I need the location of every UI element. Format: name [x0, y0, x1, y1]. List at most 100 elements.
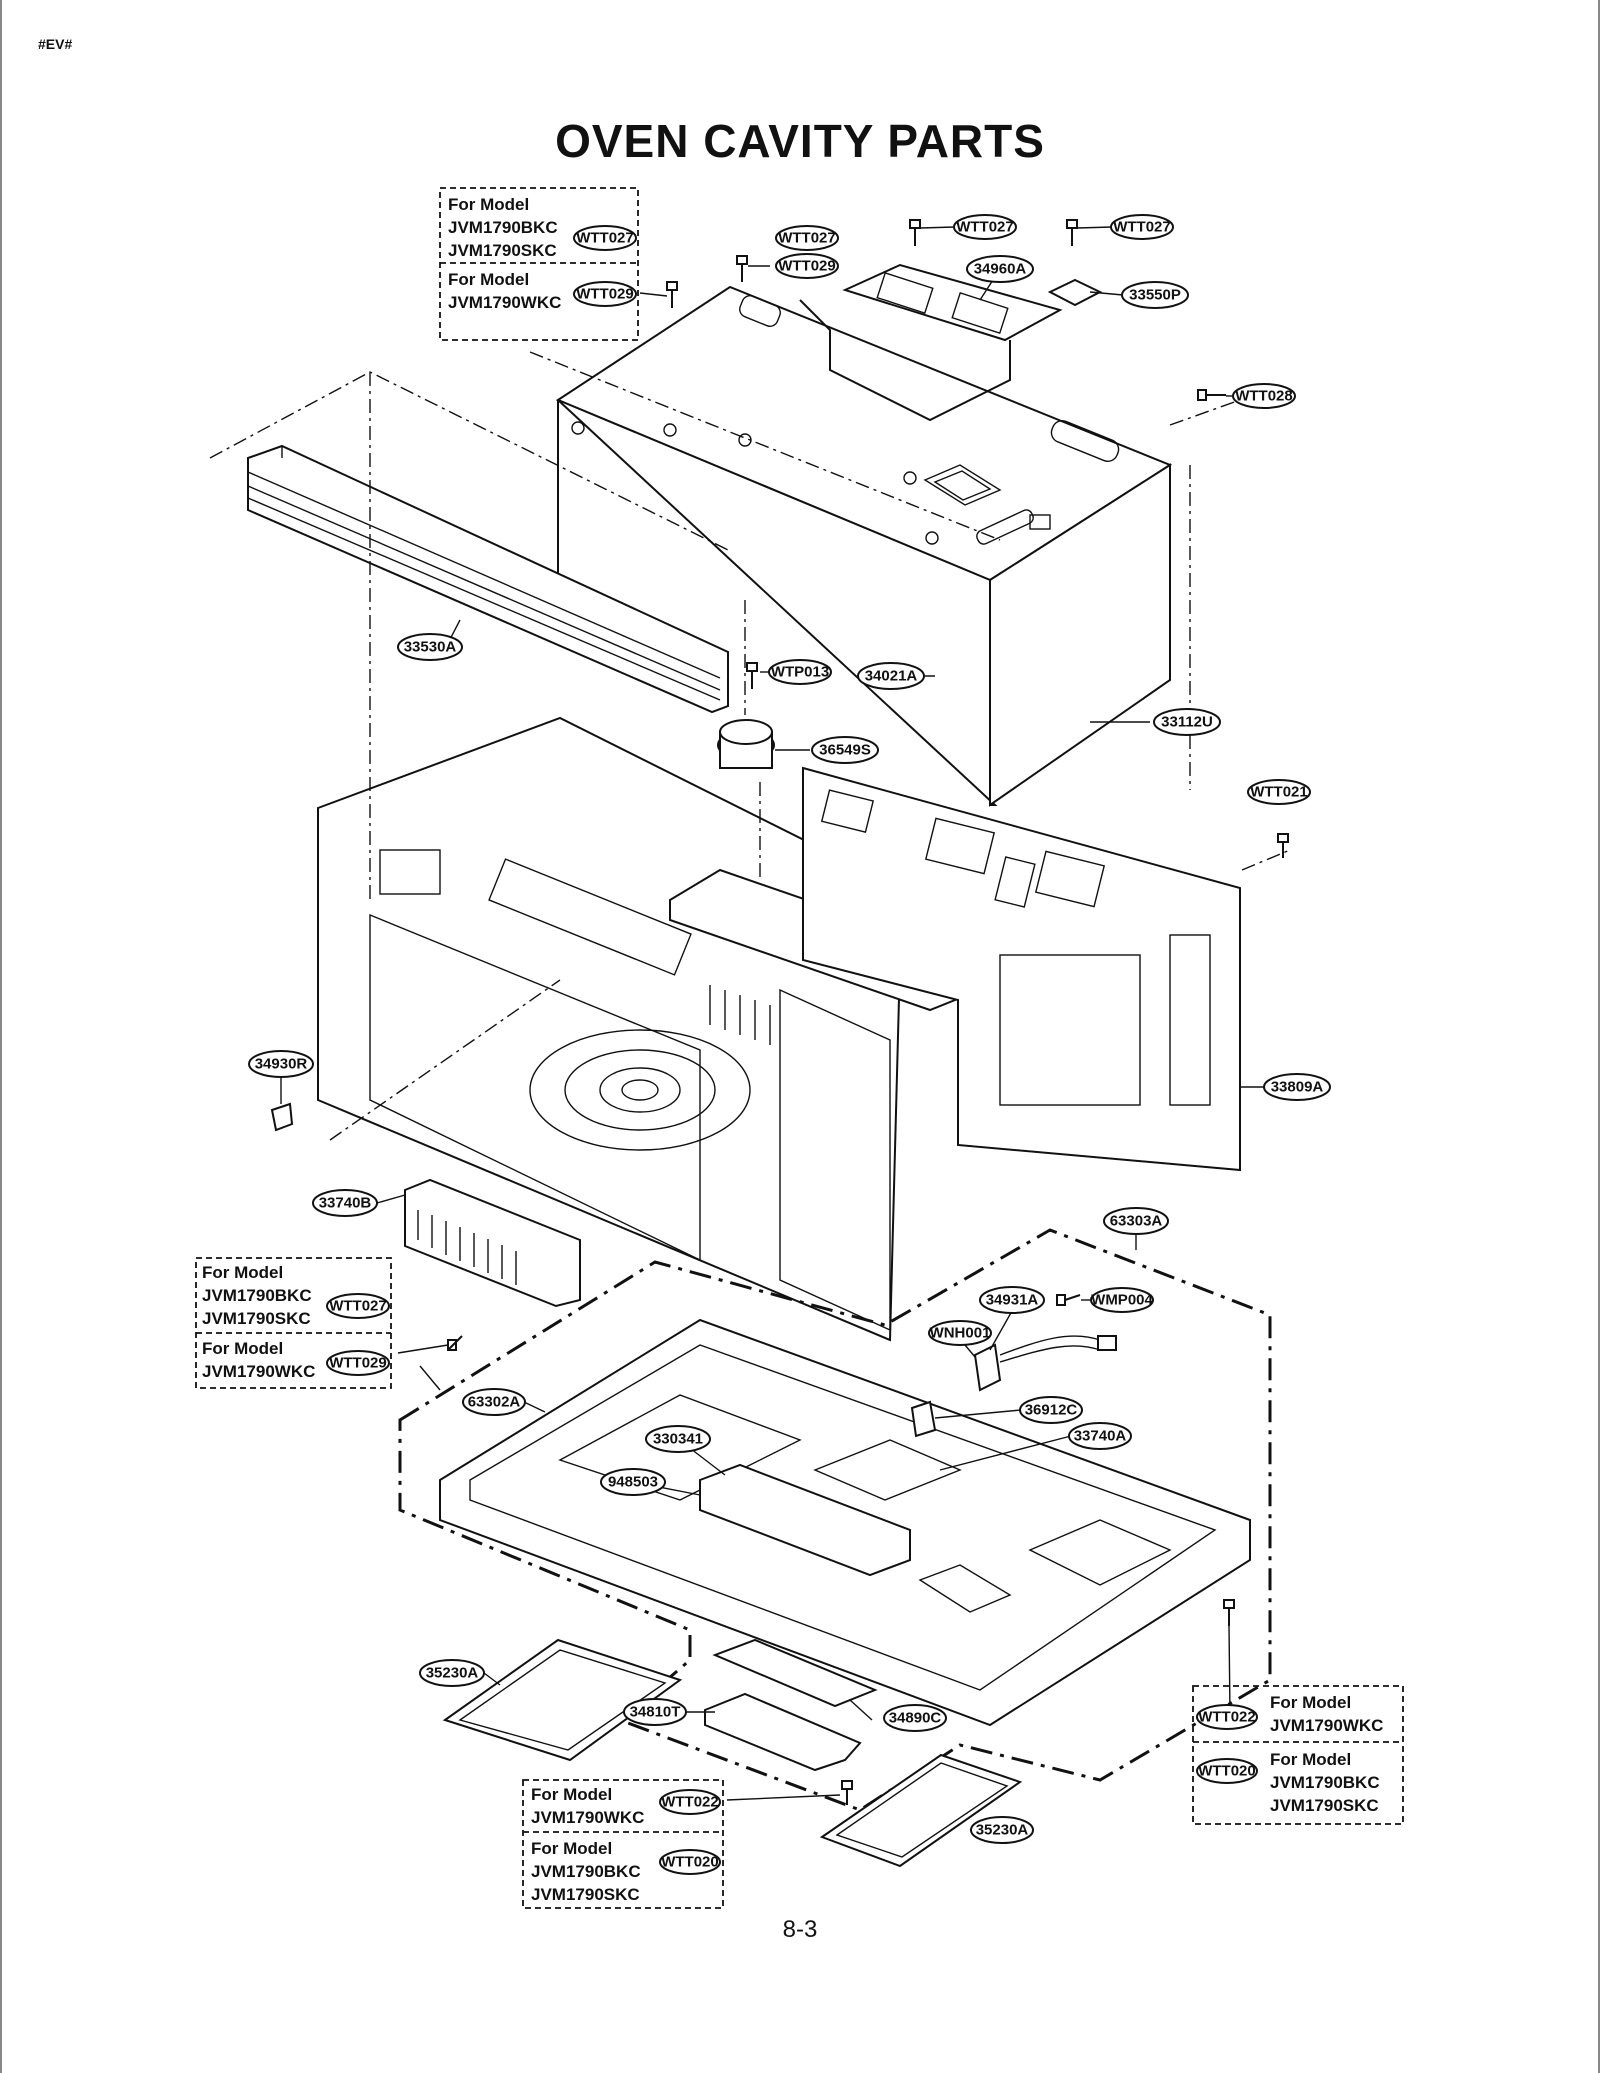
svg-text:WTT027: WTT027 — [778, 230, 836, 247]
svg-text:For Model: For Model — [1270, 1693, 1351, 1712]
svg-text:35230A: 35230A — [976, 1822, 1029, 1839]
svg-text:WTT027: WTT027 — [1113, 219, 1171, 236]
svg-text:JVM1790WKC: JVM1790WKC — [202, 1362, 315, 1381]
part-label-33550P: 33550P — [1121, 281, 1189, 309]
screw-label-WTT029-a: WTT029 — [775, 253, 839, 279]
small-parts-drawing — [270, 719, 775, 1308]
screw-icon — [1197, 389, 1226, 401]
control-panel-drawing — [802, 766, 1241, 1172]
top-bracket-drawing — [842, 263, 1103, 342]
part-label-36912C: 36912C — [1019, 1396, 1083, 1424]
part-label-63303A: 63303A — [1103, 1207, 1169, 1235]
part-label-34930R: 34930R — [248, 1050, 314, 1078]
cavity-vent-slots — [709, 985, 771, 1045]
svg-text:WTT022: WTT022 — [1198, 1709, 1256, 1726]
svg-text:948503: 948503 — [608, 1474, 658, 1491]
page-title: OVEN CAVITY PARTS — [555, 115, 1045, 167]
screw-icon — [841, 1780, 853, 1805]
corner-tag: #EV# — [38, 36, 73, 52]
screw-icon — [666, 281, 678, 308]
svg-text:JVM1790SKC: JVM1790SKC — [202, 1309, 311, 1328]
svg-text:For Model: For Model — [531, 1839, 612, 1858]
screw-label-WTT027-b: WTT027 — [953, 214, 1017, 240]
svg-text:33809A: 33809A — [1271, 1079, 1324, 1096]
svg-text:34810T: 34810T — [630, 1704, 681, 1721]
svg-text:For Model: For Model — [202, 1339, 283, 1358]
base-plate-drawing — [398, 1228, 1272, 1812]
svg-text:WTT022: WTT022 — [661, 1794, 719, 1811]
part-label-35230A-left: 35230A — [419, 1659, 485, 1687]
page-number: 8-3 — [782, 1916, 818, 1943]
screw-icon — [1056, 1294, 1081, 1306]
svg-text:36549S: 36549S — [819, 742, 871, 759]
svg-text:33550P: 33550P — [1129, 287, 1181, 304]
svg-text:For Model: For Model — [448, 270, 529, 289]
svg-text:34960A: 34960A — [974, 261, 1027, 278]
svg-text:WTT029: WTT029 — [778, 258, 836, 275]
screw-icon — [447, 1335, 463, 1351]
screw-label-WTT021: WTT021 — [1247, 779, 1311, 805]
grease-filter-left — [442, 1638, 683, 1762]
svg-text:34931A: 34931A — [986, 1292, 1039, 1309]
screw-label-WTT027-a: WTT027 — [775, 225, 839, 251]
part-label-36549S: 36549S — [811, 736, 879, 764]
screw-icon — [1277, 833, 1289, 858]
filter-louver-slots — [417, 1210, 517, 1285]
screw-icon — [736, 255, 748, 282]
svg-text:For Model: For Model — [531, 1785, 612, 1804]
svg-text:JVM1790SKC: JVM1790SKC — [448, 241, 557, 260]
svg-text:63302A: 63302A — [468, 1394, 521, 1411]
svg-text:WTT020: WTT020 — [1198, 1763, 1256, 1780]
svg-text:JVM1790WKC: JVM1790WKC — [531, 1808, 644, 1827]
svg-text:63303A: 63303A — [1110, 1213, 1163, 1230]
svg-text:WTT027: WTT027 — [956, 219, 1014, 236]
svg-text:JVM1790SKC: JVM1790SKC — [1270, 1796, 1379, 1815]
screw-label-WTT028: WTT028 — [1232, 383, 1296, 409]
part-label-330341: 330341 — [645, 1425, 711, 1453]
leader-lines — [280, 226, 1265, 1831]
screw-icon — [746, 662, 758, 689]
svg-text:JVM1790WKC: JVM1790WKC — [1270, 1716, 1383, 1735]
svg-text:35230A: 35230A — [426, 1665, 479, 1682]
svg-text:33530A: 33530A — [404, 639, 457, 656]
screw-label-WMP004: WMP004 — [1090, 1287, 1154, 1313]
part-label-63302A: 63302A — [462, 1388, 526, 1416]
svg-text:For Model: For Model — [448, 195, 529, 214]
svg-text:WTT020: WTT020 — [661, 1854, 719, 1871]
svg-text:WTP013: WTP013 — [771, 664, 829, 681]
svg-text:33740B: 33740B — [319, 1195, 372, 1212]
model-note-box-bottom: For Model JVM1790WKC For Model JVM1790BK… — [522, 1779, 724, 1909]
svg-text:34021A: 34021A — [865, 668, 918, 685]
svg-text:36912C: 36912C — [1025, 1402, 1078, 1419]
svg-text:WTT028: WTT028 — [1235, 388, 1293, 405]
svg-text:WTT029: WTT029 — [329, 1355, 387, 1372]
svg-text:WTT021: WTT021 — [1250, 784, 1308, 801]
part-label-948503: 948503 — [600, 1468, 666, 1496]
model-note-box-left: For Model JVM1790BKC JVM1790SKC For Mode… — [195, 1257, 392, 1389]
part-label-34890C: 34890C — [883, 1704, 947, 1732]
part-label-34021A: 34021A — [857, 662, 925, 690]
svg-text:330341: 330341 — [653, 1431, 703, 1448]
svg-text:JVM1790BKC: JVM1790BKC — [1270, 1773, 1380, 1792]
model-note-box-right: WTT022 For Model JVM1790WKC WTT020 For M… — [1192, 1685, 1404, 1825]
light-cover-drawing — [704, 1638, 878, 1772]
screw-icon — [1223, 1599, 1235, 1626]
part-label-34960A: 34960A — [966, 255, 1034, 283]
part-label-33740B: 33740B — [312, 1189, 378, 1217]
svg-text:JVM1790WKC: JVM1790WKC — [448, 293, 561, 312]
svg-text:JVM1790BKC: JVM1790BKC — [202, 1286, 312, 1305]
model-note-box-top: For Model JVM1790BKC JVM1790SKC For Mode… — [439, 187, 639, 341]
screw-glyphs — [447, 219, 1289, 1805]
svg-text:WTT029: WTT029 — [576, 286, 634, 303]
part-label-33740A: 33740A — [1068, 1422, 1132, 1450]
part-label-33809A: 33809A — [1263, 1073, 1331, 1101]
svg-text:JVM1790BKC: JVM1790BKC — [531, 1862, 641, 1881]
svg-text:For Model: For Model — [202, 1263, 283, 1282]
svg-text:33112U: 33112U — [1161, 714, 1213, 731]
screw-label-WTT027-c: WTT027 — [1110, 214, 1174, 240]
svg-text:33740A: 33740A — [1074, 1428, 1127, 1445]
svg-text:JVM1790SKC: JVM1790SKC — [531, 1885, 640, 1904]
wire-harness-drawing — [910, 1335, 1117, 1438]
